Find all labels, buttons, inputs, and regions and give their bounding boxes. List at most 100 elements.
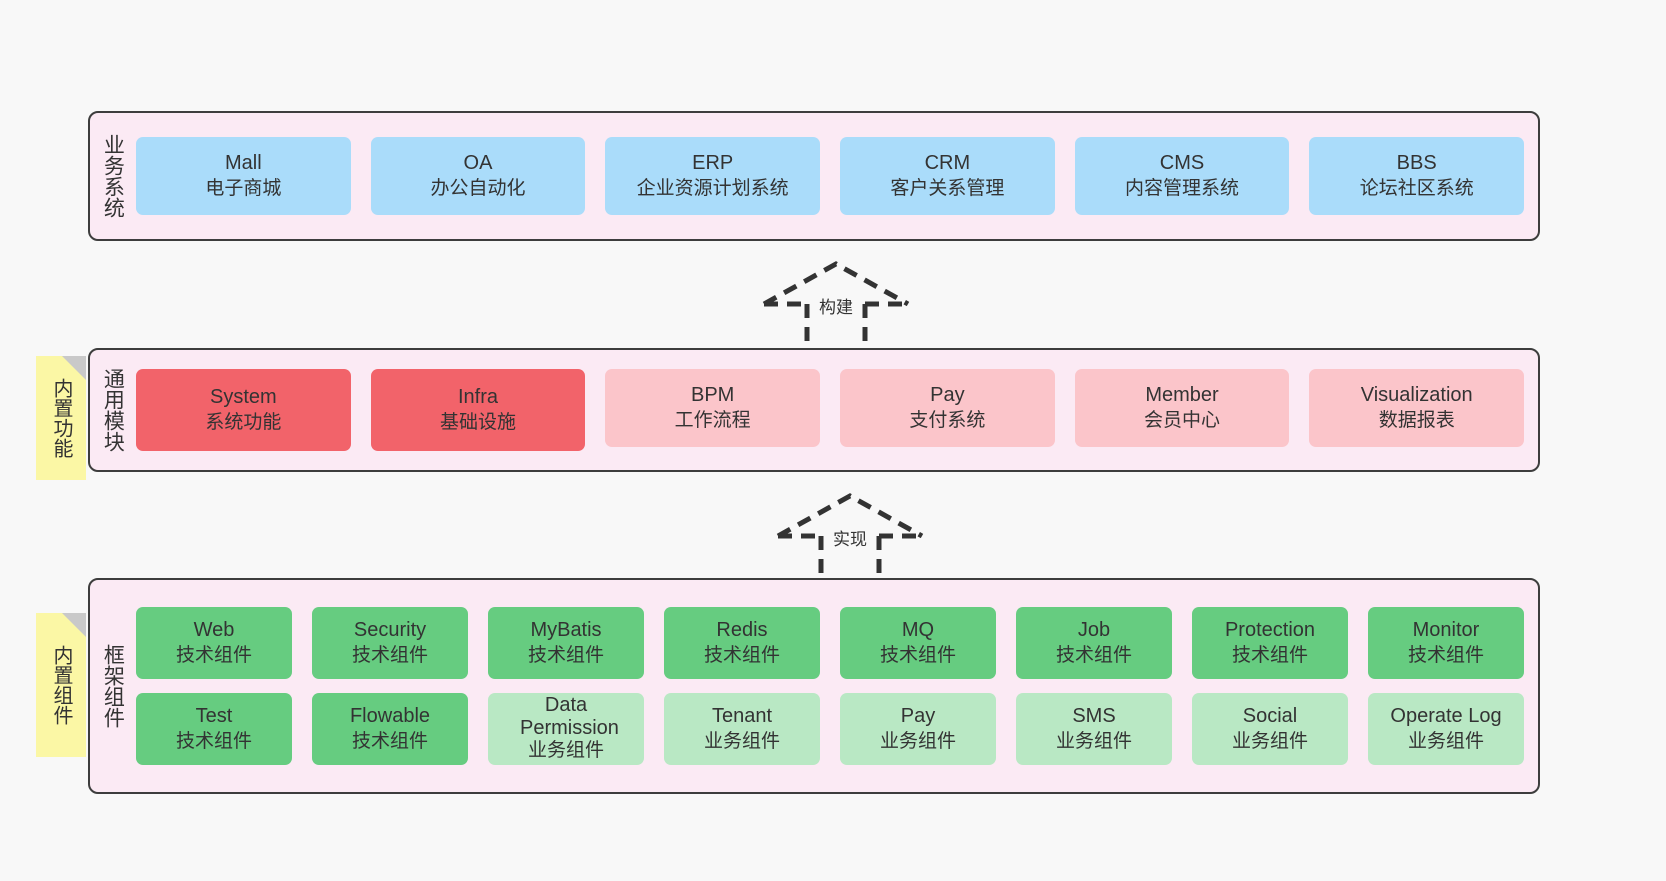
card-pay-module[interactable]: Pay 支付系统 (840, 369, 1055, 447)
card-social-sub: 业务组件 (1231, 730, 1308, 752)
card-sms-sub: 业务组件 (1055, 730, 1132, 752)
card-job[interactable]: Job 技术组件 (1016, 607, 1172, 679)
card-redis[interactable]: Redis 技术组件 (664, 607, 820, 679)
arrow-build-icon (762, 261, 910, 350)
card-crm[interactable]: CRM 客户关系管理 (840, 137, 1055, 215)
card-web[interactable]: Web 技术组件 (136, 607, 292, 679)
card-sms[interactable]: SMS 业务组件 (1016, 693, 1172, 765)
framework-tech-row: Web 技术组件 Security 技术组件 MyBatis 技术组件 Redi… (136, 607, 1524, 679)
card-visualization[interactable]: Visualization 数据报表 (1309, 369, 1525, 447)
card-cms-sub: 内容管理系统 (1125, 177, 1240, 199)
card-job-sub: 技术组件 (1055, 644, 1132, 666)
card-job-name: Job (1077, 619, 1111, 642)
card-mybatis-name: MyBatis (530, 619, 602, 642)
card-bpm-name: BPM (691, 384, 735, 407)
card-erp[interactable]: ERP 企业资源计划系统 (605, 137, 821, 215)
sticky-note-builtin-component: 内置组件 (36, 613, 86, 757)
card-flowable[interactable]: Flowable 技术组件 (312, 693, 468, 765)
framework-biz-row: Test 技术组件 Flowable 技术组件 Data Permission … (136, 693, 1524, 765)
card-crm-sub: 客户关系管理 (890, 177, 1005, 199)
layer-business-system: 业务系统 Mall 电子商城 OA 办公自动化 ERP 企业资源计划系统 CRM (88, 111, 1540, 241)
card-bbs[interactable]: BBS 论坛社区系统 (1309, 137, 1525, 215)
arrow-implement: 实现 (772, 490, 928, 582)
card-security[interactable]: Security 技术组件 (312, 607, 468, 679)
card-security-name: Security (353, 619, 427, 642)
card-protection-name: Protection (1224, 619, 1316, 642)
card-erp-name: ERP (692, 152, 734, 175)
card-mq-sub: 技术组件 (879, 644, 956, 666)
card-pay-component-name: Pay (900, 705, 936, 728)
card-flowable-sub: 技术组件 (351, 730, 428, 752)
card-flowable-name: Flowable (349, 705, 431, 728)
card-mq[interactable]: MQ 技术组件 (840, 607, 996, 679)
layer-framework-component-body: Web 技术组件 Security 技术组件 MyBatis 技术组件 Redi… (134, 580, 1538, 792)
layer-business-system-title: 业务系统 (101, 134, 125, 218)
card-tenant-sub: 业务组件 (703, 730, 780, 752)
arrow-implement-label: 实现 (833, 530, 867, 549)
card-operate-log-name: Operate Log (1390, 705, 1502, 728)
card-protection-sub: 技术组件 (1231, 644, 1308, 666)
arrow-build: 构建 (758, 258, 914, 350)
card-bpm[interactable]: BPM 工作流程 (605, 369, 821, 447)
card-pay-component[interactable]: Pay 业务组件 (840, 693, 996, 765)
card-bbs-name: BBS (1396, 152, 1437, 175)
card-erp-sub: 企业资源计划系统 (636, 177, 789, 199)
card-sms-name: SMS (1072, 705, 1116, 728)
card-member[interactable]: Member 会员中心 (1074, 369, 1290, 447)
card-mybatis[interactable]: MyBatis 技术组件 (488, 607, 644, 679)
card-operate-log-sub: 业务组件 (1407, 730, 1484, 752)
card-security-sub: 技术组件 (351, 644, 428, 666)
sticky-note-builtin-function: 内置功能 (36, 356, 86, 480)
layer-common-module-title: 通用模块 (101, 368, 125, 452)
card-data-permission[interactable]: Data Permission 业务组件 (488, 693, 644, 765)
layer-common-module: 通用模块 System 系统功能 Infra 基础设施 BPM 工作流程 Pay (88, 348, 1540, 472)
card-member-name: Member (1145, 384, 1219, 407)
card-monitor[interactable]: Monitor 技术组件 (1368, 607, 1524, 679)
card-test[interactable]: Test 技术组件 (136, 693, 292, 765)
card-operate-log[interactable]: Operate Log 业务组件 (1368, 693, 1524, 765)
card-social[interactable]: Social 业务组件 (1192, 693, 1348, 765)
card-mall[interactable]: Mall 电子商城 (136, 137, 351, 215)
card-infra-name: Infra (457, 386, 499, 409)
card-system[interactable]: System 系统功能 (136, 369, 351, 451)
card-mall-sub: 电子商城 (205, 177, 282, 199)
business-card-row: Mall 电子商城 OA 办公自动化 ERP 企业资源计划系统 CRM 客户关系… (136, 137, 1525, 215)
card-redis-sub: 技术组件 (703, 644, 780, 666)
card-system-sub: 系统功能 (205, 411, 282, 433)
arrow-implement-icon (776, 493, 924, 582)
card-member-sub: 会员中心 (1144, 409, 1221, 431)
card-web-name: Web (193, 619, 235, 642)
card-cms[interactable]: CMS 内容管理系统 (1074, 137, 1290, 215)
card-bpm-sub: 工作流程 (674, 409, 751, 431)
layer-business-system-body: Mall 电子商城 OA 办公自动化 ERP 企业资源计划系统 CRM 客户关系… (134, 113, 1538, 239)
card-protection[interactable]: Protection 技术组件 (1192, 607, 1348, 679)
card-infra-sub: 基础设施 (440, 411, 517, 433)
module-card-row: System 系统功能 Infra 基础设施 BPM 工作流程 Pay 支付系统… (136, 369, 1525, 451)
card-data-permission-sub: 业务组件 (527, 740, 604, 762)
card-bbs-sub: 论坛社区系统 (1359, 177, 1474, 199)
card-crm-name: CRM (924, 152, 971, 175)
card-visualization-sub: 数据报表 (1378, 409, 1455, 431)
arrow-build-label: 构建 (819, 298, 853, 317)
card-test-sub: 技术组件 (175, 730, 252, 752)
card-pay-module-sub: 支付系统 (909, 409, 986, 431)
card-visualization-name: Visualization (1360, 384, 1473, 407)
card-tenant[interactable]: Tenant 业务组件 (664, 693, 820, 765)
card-pay-component-sub: 业务组件 (879, 730, 956, 752)
card-mq-name: MQ (901, 619, 935, 642)
card-pay-module-name: Pay (930, 384, 965, 407)
card-monitor-name: Monitor (1412, 619, 1480, 642)
card-infra[interactable]: Infra 基础设施 (370, 369, 586, 451)
layer-framework-component-title: 框架组件 (101, 644, 125, 728)
sticky-fold-corner-icon (62, 356, 86, 380)
card-system-name: System (209, 386, 277, 409)
card-redis-name: Redis (716, 619, 768, 642)
card-oa[interactable]: OA 办公自动化 (370, 137, 586, 215)
card-data-permission-name: Data Permission (520, 694, 619, 739)
card-mybatis-sub: 技术组件 (527, 644, 604, 666)
card-web-sub: 技术组件 (175, 644, 252, 666)
card-mall-name: Mall (225, 152, 262, 175)
card-tenant-name: Tenant (711, 705, 773, 728)
card-oa-sub: 办公自动化 (430, 177, 526, 199)
